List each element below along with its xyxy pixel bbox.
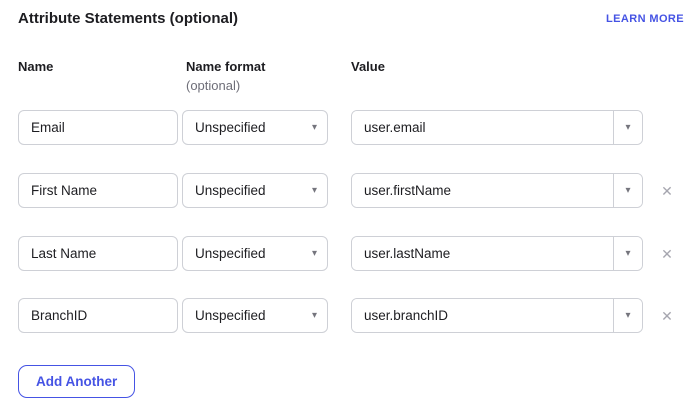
chevron-down-icon: ▾ [311,247,317,259]
name-format-select[interactable]: Unspecified ▾ [182,236,328,271]
chevron-down-icon: ▾ [311,184,317,196]
remove-row-button[interactable]: ✕ [654,303,680,329]
value-dropdown-button[interactable]: ▾ [613,111,642,144]
attribute-value-group: ▾ [351,236,643,271]
chevron-down-icon: ▾ [625,309,631,321]
name-format-selected-value: Unspecified [195,183,266,198]
attribute-value-group: ▾ [351,173,643,208]
attribute-name-input[interactable] [18,110,178,145]
column-header-name-format-note: (optional) [186,78,241,93]
column-header-value: Value [351,59,385,74]
name-format-select[interactable]: Unspecified ▾ [182,110,328,145]
remove-row-button[interactable]: ✕ [654,178,680,204]
close-icon: ✕ [661,183,673,199]
name-format-select[interactable]: Unspecified ▾ [182,298,328,333]
chevron-down-icon: ▾ [311,309,317,321]
close-icon: ✕ [661,308,673,324]
attribute-name-input[interactable] [18,173,178,208]
name-format-selected-value: Unspecified [195,246,266,261]
attribute-value-group: ▾ [351,298,643,333]
value-dropdown-button[interactable]: ▾ [613,237,642,270]
value-dropdown-button[interactable]: ▾ [613,174,642,207]
add-another-button[interactable]: Add Another [18,365,136,398]
learn-more-link[interactable]: LEARN MORE [606,13,684,25]
name-format-select[interactable]: Unspecified ▾ [182,173,328,208]
attribute-value-input[interactable] [352,299,613,332]
attribute-value-group: ▾ [351,110,643,145]
attribute-row: Unspecified ▾ ▾ ✕ [18,236,683,271]
attribute-row: Unspecified ▾ ▾ ✕ [18,298,683,333]
section-title: Attribute Statements (optional) [18,10,238,27]
attribute-value-input[interactable] [352,174,613,207]
chevron-down-icon: ▾ [625,247,631,259]
value-dropdown-button[interactable]: ▾ [613,299,642,332]
attribute-row: Unspecified ▾ ▾ ✕ [18,173,683,208]
close-icon: ✕ [661,246,673,262]
chevron-down-icon: ▾ [625,184,631,196]
chevron-down-icon: ▾ [625,121,631,133]
name-format-selected-value: Unspecified [195,120,266,135]
column-header-name: Name [18,59,54,74]
remove-row-button[interactable]: ✕ [654,241,680,267]
column-header-name-format: Name format [186,59,266,74]
chevron-down-icon: ▾ [311,121,317,133]
attribute-name-input[interactable] [18,236,178,271]
attribute-row: Unspecified ▾ ▾ [18,110,683,145]
attribute-value-input[interactable] [352,237,613,270]
attribute-value-input[interactable] [352,111,613,144]
attribute-name-input[interactable] [18,298,178,333]
name-format-selected-value: Unspecified [195,308,266,323]
